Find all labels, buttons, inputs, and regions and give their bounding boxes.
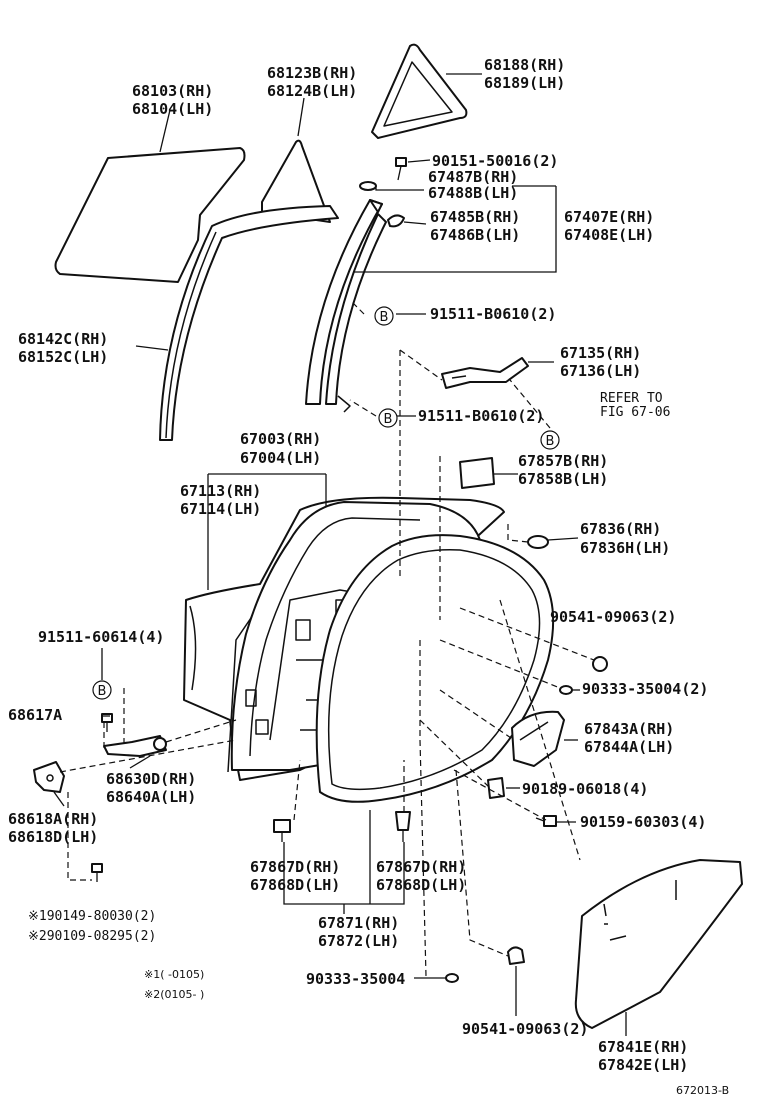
label-67485b: 67485B(RH) bbox=[430, 208, 520, 226]
label-67004: 67004(LH) bbox=[240, 449, 321, 467]
label-68618d: 68618D(LH) bbox=[8, 828, 98, 846]
label-67487b: 67487B(RH) bbox=[428, 168, 518, 186]
label-68640a: 68640A(LH) bbox=[106, 788, 196, 806]
clip-67487-drawing bbox=[359, 181, 377, 191]
marker-b-upper bbox=[374, 306, 394, 326]
hole-cover-drawing bbox=[459, 457, 495, 489]
marker-b-refer bbox=[540, 430, 560, 450]
label-91511-60614: 91511-60614(4) bbox=[38, 628, 164, 646]
label-67872: 67872(LH) bbox=[318, 932, 399, 950]
label-67867d-right: 67867D(RH) bbox=[376, 858, 466, 876]
label-67488b: 67488B(LH) bbox=[428, 184, 518, 202]
label-67113: 67113(RH) bbox=[180, 482, 261, 500]
marker-b-upper-text: B bbox=[380, 310, 389, 325]
label-90541-lower: 90541-09063(2) bbox=[462, 1020, 588, 1038]
label-68152c: 68152C(LH) bbox=[18, 348, 108, 366]
label-67844a: 67844A(LH) bbox=[584, 738, 674, 756]
label-refer-fig: FIG 67-06 bbox=[600, 405, 670, 420]
label-90151: 90151-50016(2) bbox=[432, 152, 558, 170]
grommet-90541-upper-drawing bbox=[592, 656, 608, 672]
grommet-90541-lower-drawing bbox=[507, 946, 525, 965]
label-91511-middle: 91511-B0610(2) bbox=[418, 407, 544, 425]
label-68189: 68189(LH) bbox=[484, 74, 565, 92]
label-refer-to: REFER TO bbox=[600, 391, 663, 406]
label-90159: 90159-60303(4) bbox=[580, 813, 706, 831]
clip-67867-left-drawing bbox=[273, 819, 291, 842]
label-90541-upper: 90541-09063(2) bbox=[550, 608, 676, 626]
marker-b-middle bbox=[378, 408, 398, 428]
assembly-lines bbox=[59, 299, 595, 977]
label-68142c: 68142C(RH) bbox=[18, 330, 108, 348]
plug-90333-lower-drawing bbox=[445, 973, 459, 983]
frame-bracket-drawing bbox=[441, 357, 529, 389]
label-68123b: 68123B(RH) bbox=[267, 64, 357, 82]
label-68188: 68188(RH) bbox=[484, 56, 565, 74]
marker-b-left bbox=[92, 680, 112, 700]
label-68124b: 68124B(LH) bbox=[267, 82, 357, 100]
label-68617a: 68617A bbox=[8, 706, 62, 724]
label-68618a: 68618A(RH) bbox=[8, 810, 98, 828]
label-67842e: 67842E(LH) bbox=[598, 1056, 688, 1074]
label-67843a: 67843A(RH) bbox=[584, 720, 674, 738]
label-67841e: 67841E(RH) bbox=[598, 1038, 688, 1056]
label-67836: 67836(RH) bbox=[580, 520, 661, 538]
label-67003: 67003(RH) bbox=[240, 430, 321, 448]
label-90149: ※190149-80030(2) bbox=[28, 909, 156, 924]
label-67136: 67136(LH) bbox=[560, 362, 641, 380]
label-90333-lower: 90333-35004 bbox=[306, 970, 405, 988]
note-2: ※2(0105- ) bbox=[144, 988, 204, 1001]
marker-b-refer-text: B bbox=[546, 434, 555, 449]
label-91511-upper: 91511-B0610(2) bbox=[430, 305, 556, 323]
label-67836h: 67836H(LH) bbox=[580, 539, 670, 557]
fixed-glass-drawing bbox=[371, 43, 468, 139]
weatherstrip-drawing bbox=[315, 534, 555, 803]
label-68103: 68103(RH) bbox=[132, 82, 213, 100]
door-trim-drawing bbox=[574, 859, 743, 1029]
label-67408e: 67408E(LH) bbox=[564, 226, 654, 244]
screw-90151-drawing bbox=[395, 157, 407, 181]
label-67407e: 67407E(RH) bbox=[564, 208, 654, 226]
hinge-bolt-68617-drawing bbox=[101, 713, 113, 732]
label-67868d-left: 67868D(LH) bbox=[250, 876, 340, 894]
label-67858b: 67858B(LH) bbox=[518, 470, 608, 488]
label-68630d: 68630D(RH) bbox=[106, 770, 196, 788]
leader-lines bbox=[53, 73, 627, 1036]
door-glass-drawing bbox=[54, 147, 246, 283]
clip-90189-drawing bbox=[487, 777, 505, 799]
bolt-90149-drawing bbox=[91, 863, 103, 882]
part-labels: 68103(RH) 68104(LH) 68123B(RH) 68124B(LH… bbox=[8, 56, 729, 1097]
marker-b-left-text: B bbox=[98, 684, 107, 699]
plug-90333-upper-drawing bbox=[559, 685, 573, 695]
marker-b-middle-text: B bbox=[384, 412, 393, 427]
label-68104: 68104(LH) bbox=[132, 100, 213, 118]
clip-67485-drawing bbox=[387, 214, 405, 228]
screw-90159-drawing bbox=[535, 815, 557, 827]
label-67871: 67871(RH) bbox=[318, 914, 399, 932]
label-90333-upper: 90333-35004(2) bbox=[582, 680, 708, 698]
label-67114: 67114(LH) bbox=[180, 500, 261, 518]
service-hole-cover-drawing bbox=[511, 710, 565, 767]
label-67135: 67135(RH) bbox=[560, 344, 641, 362]
plug-67836-drawing bbox=[527, 535, 549, 549]
label-67486b: 67486B(LH) bbox=[430, 226, 520, 244]
glass-run-drawing bbox=[159, 205, 339, 441]
label-67868d-right: 67868D(LH) bbox=[376, 876, 466, 894]
label-67867d-left: 67867D(RH) bbox=[250, 858, 340, 876]
label-90109: ※290109-08295(2) bbox=[28, 929, 156, 944]
quarter-glass-drawing bbox=[261, 139, 331, 223]
clip-67407-drawing bbox=[369, 199, 383, 213]
label-90189: 90189-06018(4) bbox=[522, 780, 648, 798]
note-1: ※1( -0105) bbox=[144, 968, 204, 981]
label-67857b: 67857B(RH) bbox=[518, 452, 608, 470]
division-bar-drawing bbox=[305, 199, 387, 413]
door-check-drawing bbox=[103, 735, 167, 757]
figure-code: 672013-B bbox=[676, 1084, 729, 1097]
hinge-68618-drawing bbox=[33, 761, 65, 793]
clip-67867-right-drawing bbox=[395, 811, 411, 842]
